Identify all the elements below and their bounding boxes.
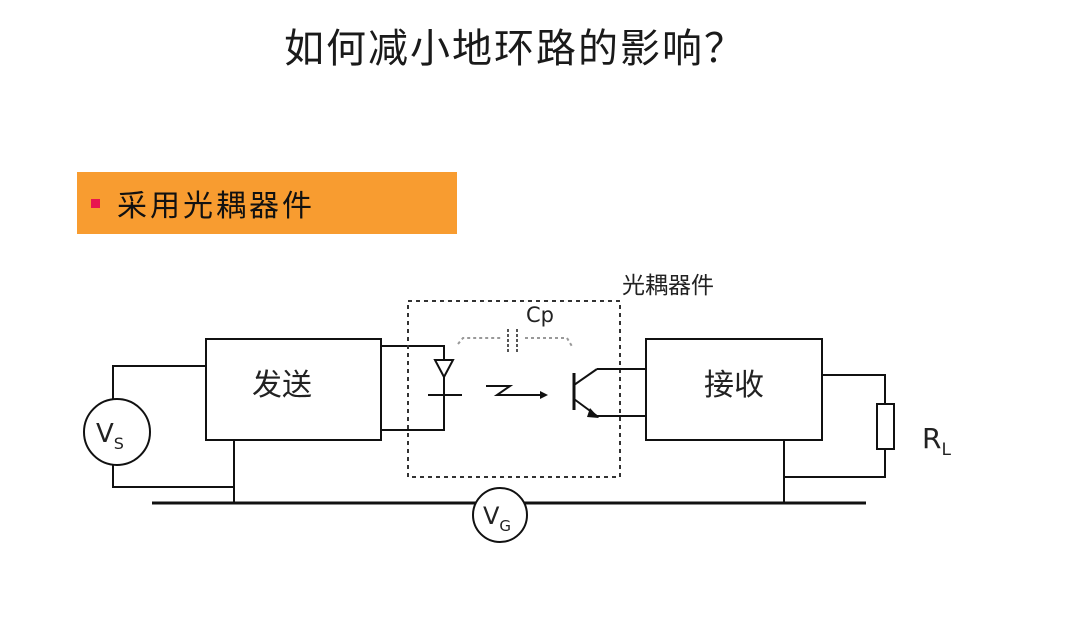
- receiver-label: 接收: [704, 368, 764, 403]
- load-wire: [784, 374, 886, 478]
- load-resistor-icon: [876, 403, 895, 450]
- optocoupler-label: 光耦器件: [622, 273, 714, 299]
- transmitter-block: [205, 338, 382, 441]
- ground-voltage-label: VG: [483, 502, 511, 535]
- phototransistor-wire: [597, 368, 646, 417]
- bullet-icon: [91, 198, 100, 208]
- slide-title: 如何减小地环路的影响？: [284, 26, 746, 72]
- section-label: 采用光耦器件: [117, 189, 315, 224]
- section-banner: 采用光耦器件: [77, 172, 457, 234]
- parasitic-capacitance-label: Cp: [526, 303, 554, 327]
- source-voltage-symbol: [83, 398, 151, 466]
- ground-voltage-symbol: [472, 487, 528, 543]
- led-icon: [433, 359, 455, 380]
- light-arrow-icon: [486, 385, 540, 396]
- optocoupler-boundary: [407, 300, 621, 478]
- source-voltage-label: VS: [96, 419, 124, 453]
- load-resistor-label: RL: [922, 422, 951, 460]
- transmitter-label: 发送: [252, 368, 312, 403]
- receiver-block: [645, 338, 823, 441]
- led-wire: [381, 345, 445, 431]
- parasitic-capacitance-lead: [457, 337, 574, 349]
